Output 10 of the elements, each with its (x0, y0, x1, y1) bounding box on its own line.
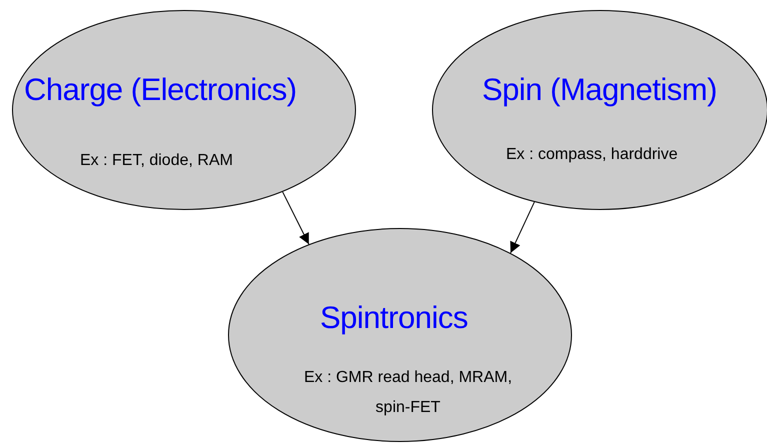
ellipse-node (12, 10, 356, 210)
ellipse-node (228, 228, 572, 442)
node-description: Ex : compass, harddrive (506, 145, 679, 165)
arrow (510, 202, 535, 254)
node-title: Spintronics (320, 300, 468, 336)
node-title: Charge (Electronics) (24, 72, 297, 108)
node-description: Ex : GMR read head, MRAM, spin-FET (302, 368, 514, 418)
node-description: Ex : FET, diode, RAM (80, 151, 234, 171)
node-title: Spin (Magnetism) (482, 72, 717, 108)
arrow (282, 191, 310, 245)
